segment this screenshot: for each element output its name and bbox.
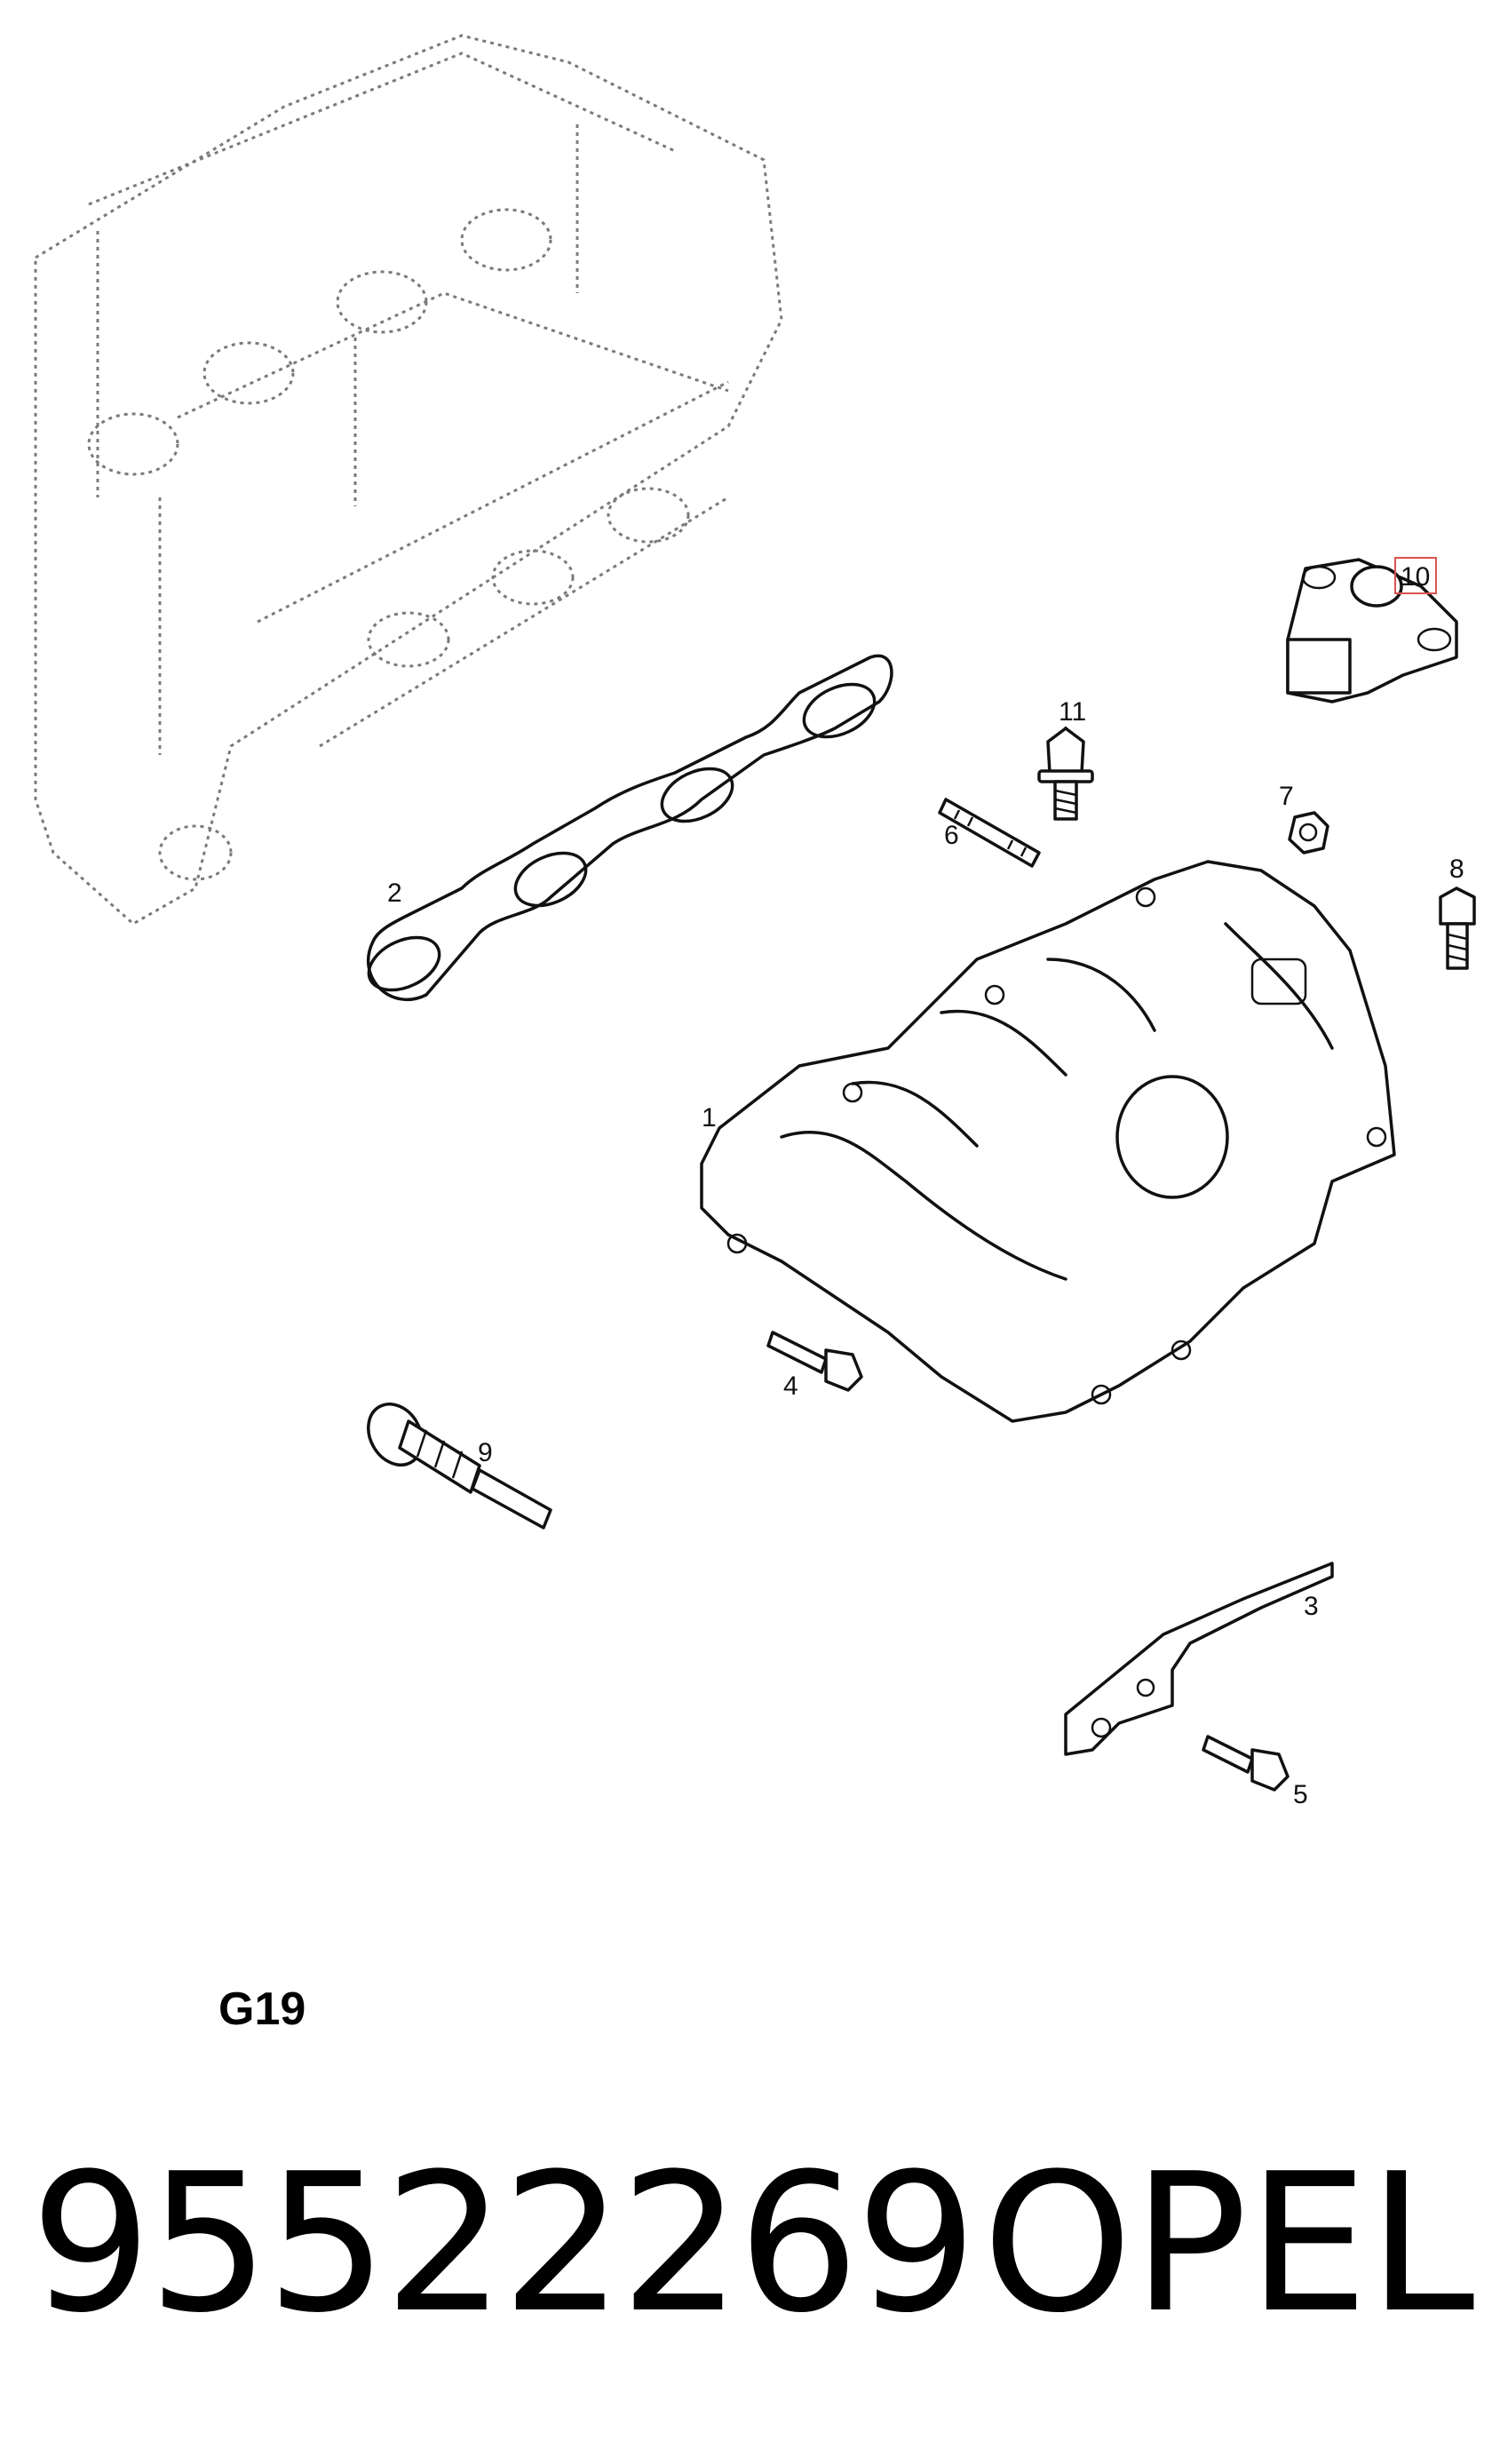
callout-9: 9 <box>478 1438 493 1467</box>
section-code: G19 <box>218 1983 306 2035</box>
callout-10-highlight <box>1394 557 1437 594</box>
callout-4: 4 <box>783 1371 798 1401</box>
bolt-4 <box>766 1331 863 1392</box>
bolt-5 <box>1202 1735 1290 1792</box>
callout-2: 2 <box>387 878 402 908</box>
sensor-10 <box>1286 558 1458 703</box>
intake-manifold <box>700 860 1396 1423</box>
intake-gasket <box>367 654 893 1001</box>
callout-1: 1 <box>702 1103 717 1133</box>
callout-3: 3 <box>1304 1592 1319 1621</box>
engine-block-outline <box>34 34 783 926</box>
part-number: 95522269 <box>30 2132 977 2355</box>
brand-name: OPEL <box>982 2132 1475 2355</box>
callout-11: 11 <box>1059 697 1086 727</box>
nut-7 <box>1288 811 1329 854</box>
callout-5: 5 <box>1293 1780 1308 1809</box>
bracket-3 <box>1064 1562 1334 1756</box>
bolt-11 <box>1037 727 1094 821</box>
callout-8: 8 <box>1449 854 1464 884</box>
bolt-8 <box>1439 886 1476 970</box>
callout-7: 7 <box>1279 782 1294 811</box>
fitting-9 <box>367 1403 552 1530</box>
callout-6: 6 <box>944 821 959 850</box>
stud-6 <box>938 798 1041 868</box>
callout-10: 10 <box>1401 562 1430 592</box>
